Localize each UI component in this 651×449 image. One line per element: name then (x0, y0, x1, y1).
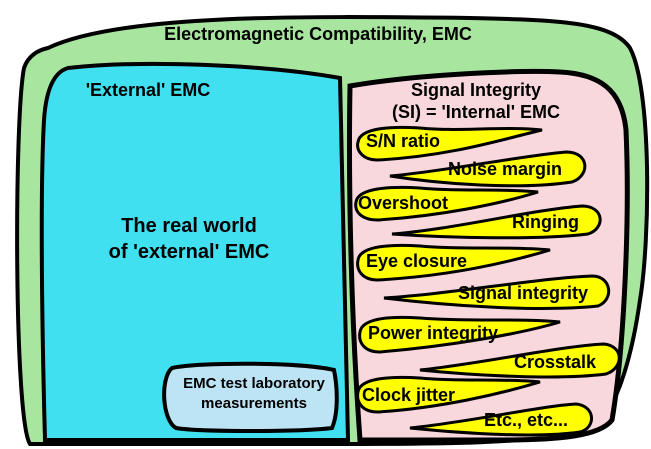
internal-emc-label-line1: Signal Integrity (411, 80, 541, 100)
leaf-shape (356, 243, 551, 282)
leaf-shape (356, 375, 541, 414)
leaf-label: Noise margin (448, 159, 562, 179)
emc-test-lab-line2: measurements (201, 395, 307, 412)
emc-test-lab-region (162, 361, 339, 433)
external-emc-body-line1: The real world (121, 215, 257, 237)
leaf-label: S/N ratio (366, 131, 440, 151)
leaf-label: Clock jitter (362, 385, 455, 405)
leaf-shape (354, 185, 539, 222)
leaf-label: Ringing (512, 212, 579, 232)
leaf-shape (383, 274, 610, 310)
leaf-label: Crosstalk (514, 352, 597, 372)
leaf-shape (409, 402, 593, 437)
leaf-shape (419, 342, 621, 379)
external-emc-label: 'External' EMC (86, 80, 211, 100)
leaf-label: Etc., etc... (484, 410, 568, 430)
leaf-label: Eye closure (366, 251, 467, 271)
leaf-shape (391, 204, 602, 240)
outer-emc-title: Electromagnetic Compatibility, EMC (164, 24, 472, 44)
leaf-label: Overshoot (358, 193, 448, 213)
leaf-shape (356, 125, 543, 162)
leaf-shape (389, 150, 587, 188)
emc-test-lab-line1: EMC test laboratory (183, 375, 325, 392)
external-emc-body-line2: of 'external' EMC (109, 241, 270, 263)
leaf-label: Signal integrity (458, 283, 588, 303)
leaf-label: Power integrity (368, 323, 498, 343)
leaf-shape (358, 315, 561, 354)
leaf-group: S/N ratio Noise margin Overshoot Ringing… (354, 125, 621, 437)
internal-emc-label-line2: (SI) = 'Internal' EMC (392, 102, 560, 122)
external-emc-region (39, 61, 351, 442)
